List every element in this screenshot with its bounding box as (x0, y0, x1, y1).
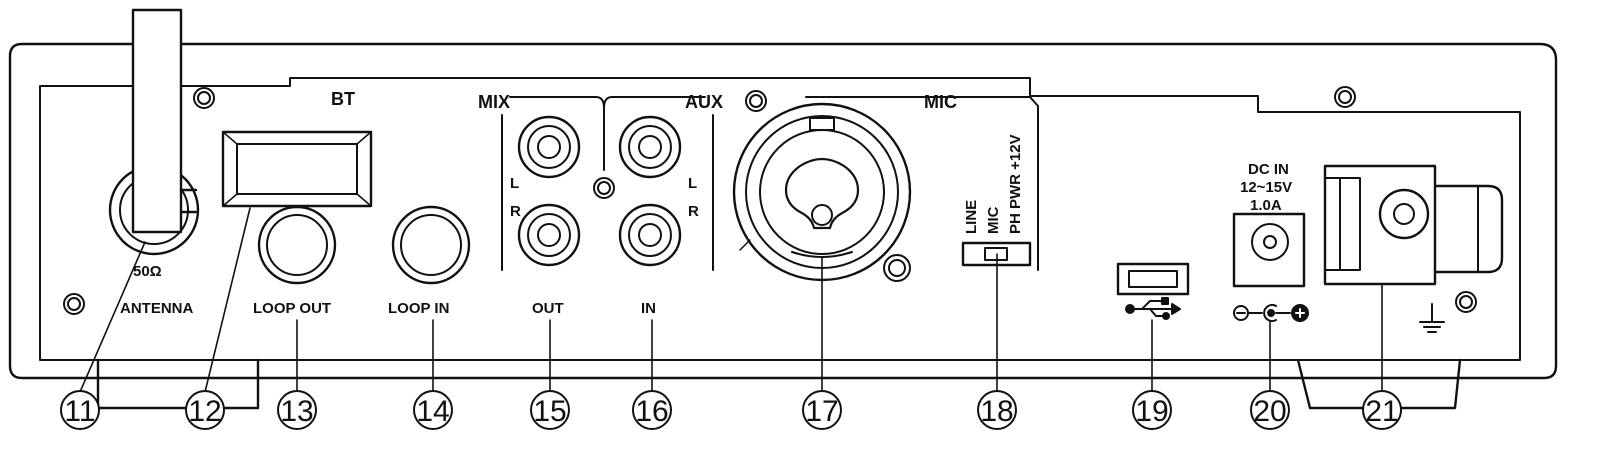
antenna-label: ANTENNA (120, 300, 193, 317)
loop-in-label: LOOP IN (388, 300, 449, 317)
callout-12: 12 (185, 390, 225, 430)
mix-out-r-label: R (510, 203, 521, 220)
switch-phantom-label: PH PWR +12V (1007, 134, 1024, 234)
svg-text:15: 15 (533, 395, 566, 428)
dc-in-jack (1232, 212, 1306, 288)
callout-15: 15 (530, 390, 570, 430)
svg-text:21: 21 (1365, 395, 1398, 428)
dc-in-voltage: 12~15V (1240, 179, 1292, 196)
loop-in-jack (391, 205, 471, 285)
aux-in-l-label: L (688, 175, 697, 192)
leader-lines (79, 207, 1383, 393)
aux-in-rca-r (618, 203, 682, 267)
ground-icon (1419, 303, 1445, 333)
switch-mic-label: MIC (985, 206, 1002, 234)
antenna-impedance: 50Ω (133, 263, 162, 280)
mix-out-rca-l (517, 115, 581, 179)
aux-in-label: IN (641, 300, 656, 317)
svg-text:11: 11 (64, 395, 95, 428)
antenna-connector (108, 8, 200, 256)
callout-20: 20 (1250, 390, 1290, 430)
callout-19: 19 (1132, 390, 1172, 430)
svg-text:18: 18 (980, 395, 1013, 428)
svg-text:16: 16 (635, 395, 668, 428)
callout-13: 13 (277, 390, 317, 430)
mix-out-l-label: L (510, 175, 519, 192)
callout-16: 16 (632, 390, 672, 430)
usb-icon (1125, 297, 1181, 320)
mic-combo-jack (732, 102, 912, 282)
ground-terminal (1323, 164, 1504, 286)
svg-text:14: 14 (416, 395, 449, 428)
callout-18: 18 (977, 390, 1017, 430)
aux-section-label: AUX (685, 92, 723, 112)
mix-out-rca-r (517, 203, 581, 267)
screws (63, 86, 1477, 315)
dc-polarity-icon (1233, 304, 1309, 322)
svg-text:12: 12 (188, 395, 221, 428)
callout-11: 11 (60, 390, 100, 430)
mix-aux-bracket (501, 96, 714, 271)
switch-line-label: LINE (963, 200, 980, 234)
svg-text:19: 19 (1135, 395, 1168, 428)
mix-out-label: OUT (532, 300, 564, 317)
usb-port (1116, 262, 1190, 296)
aux-in-r-label: R (688, 203, 699, 220)
svg-text:17: 17 (805, 395, 838, 428)
bt-display (221, 130, 373, 208)
dc-in-label: DC IN (1248, 161, 1289, 178)
aux-in-rca-l (618, 115, 682, 179)
callout-21: 21 (1362, 390, 1402, 430)
loop-out-jack (257, 205, 337, 285)
bt-section-label: BT (331, 89, 355, 109)
mic-section-label: MIC (924, 92, 957, 112)
callout-14: 14 (413, 390, 453, 430)
dc-in-current: 1.0A (1250, 197, 1282, 214)
mix-section-label: MIX (478, 92, 510, 112)
svg-text:13: 13 (280, 395, 313, 428)
loop-out-label: LOOP OUT (253, 300, 331, 317)
callouts: 11 12 13 14 15 16 17 18 19 20 21 (60, 390, 1402, 430)
callout-17: 17 (802, 390, 842, 430)
mic-section-bracket (805, 96, 1039, 271)
svg-text:20: 20 (1253, 395, 1286, 428)
chassis (8, 42, 1558, 410)
